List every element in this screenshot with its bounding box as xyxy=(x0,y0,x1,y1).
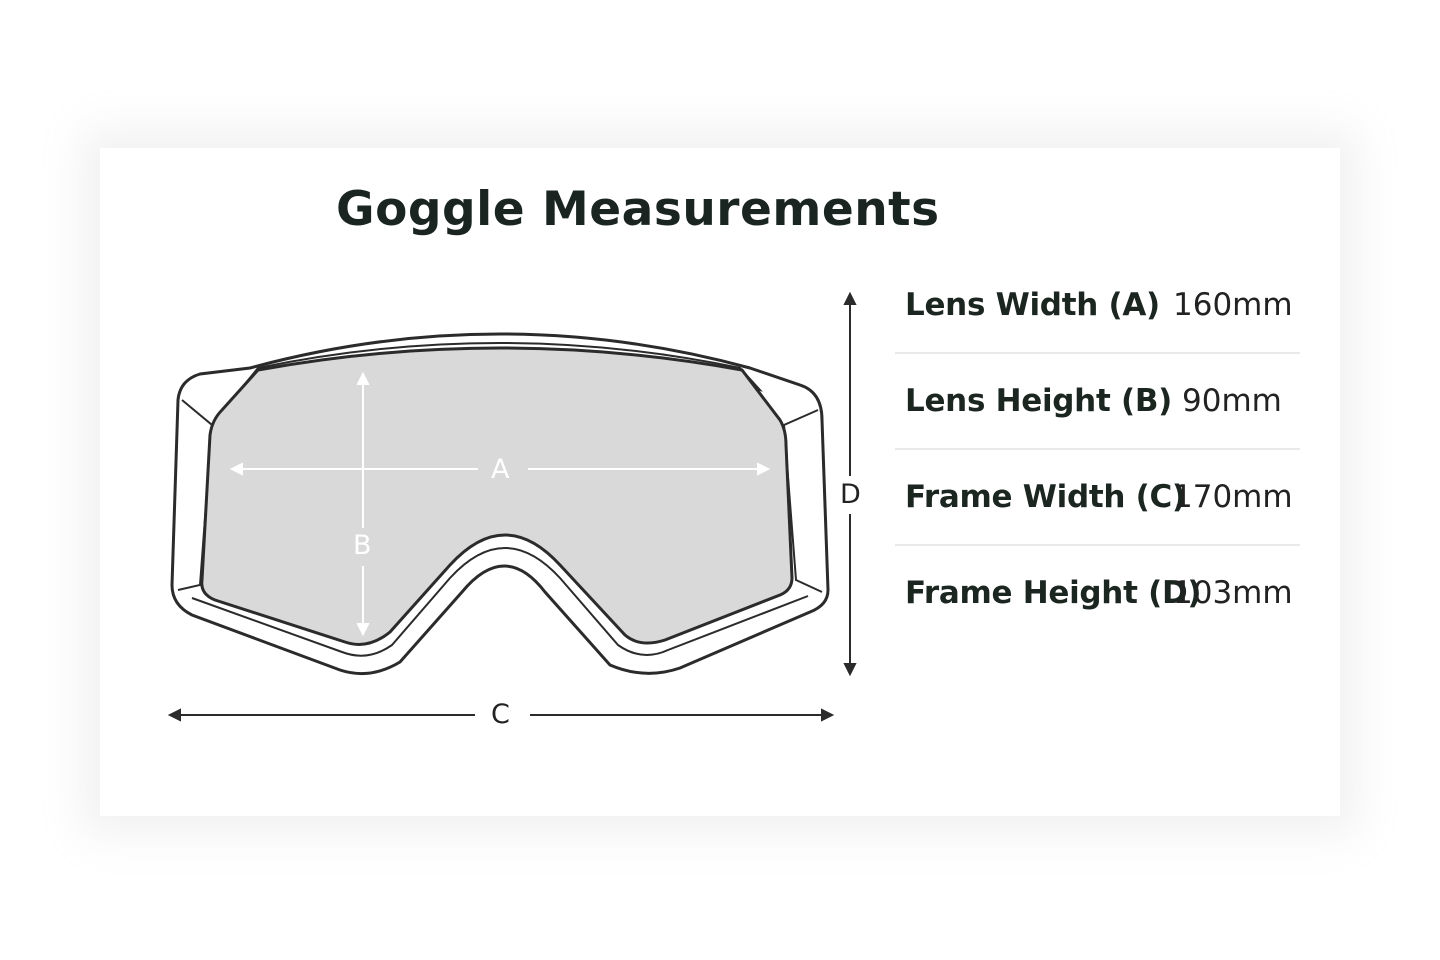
spec-row-frame-width: Frame Width (C) 170mm xyxy=(895,450,1300,546)
label-c: C xyxy=(491,699,510,730)
spec-name: Frame Width (C) xyxy=(905,479,1186,515)
spec-row-lens-width: Lens Width (A) 160mm xyxy=(895,258,1300,354)
spec-name: Lens Width (A) xyxy=(905,287,1160,323)
spec-value: 170mm xyxy=(1173,479,1293,515)
spec-value: 160mm xyxy=(1173,287,1293,323)
spec-name: Lens Height (B) xyxy=(905,383,1173,419)
lens-width-arrow xyxy=(229,462,771,476)
spec-value: 103mm xyxy=(1173,575,1293,611)
goggle-lens xyxy=(200,346,794,646)
spec-row-frame-height: Frame Height (D) 103mm xyxy=(895,546,1300,640)
spec-table: Lens Width (A) 160mm Lens Height (B) 90m… xyxy=(895,258,1300,640)
label-a: A xyxy=(491,454,510,485)
spec-value: 90mm xyxy=(1182,383,1282,419)
label-d: D xyxy=(840,479,861,510)
lens-height-arrow xyxy=(356,371,370,637)
spec-name: Frame Height (D) xyxy=(905,575,1202,611)
label-b: B xyxy=(353,530,372,561)
goggle-lower-rim xyxy=(191,547,809,657)
page-title: Goggle Measurements xyxy=(336,182,940,237)
frame-height-arrow xyxy=(843,291,857,677)
frame-width-arrow xyxy=(167,708,835,722)
spec-row-lens-height: Lens Height (B) 90mm xyxy=(895,354,1300,450)
